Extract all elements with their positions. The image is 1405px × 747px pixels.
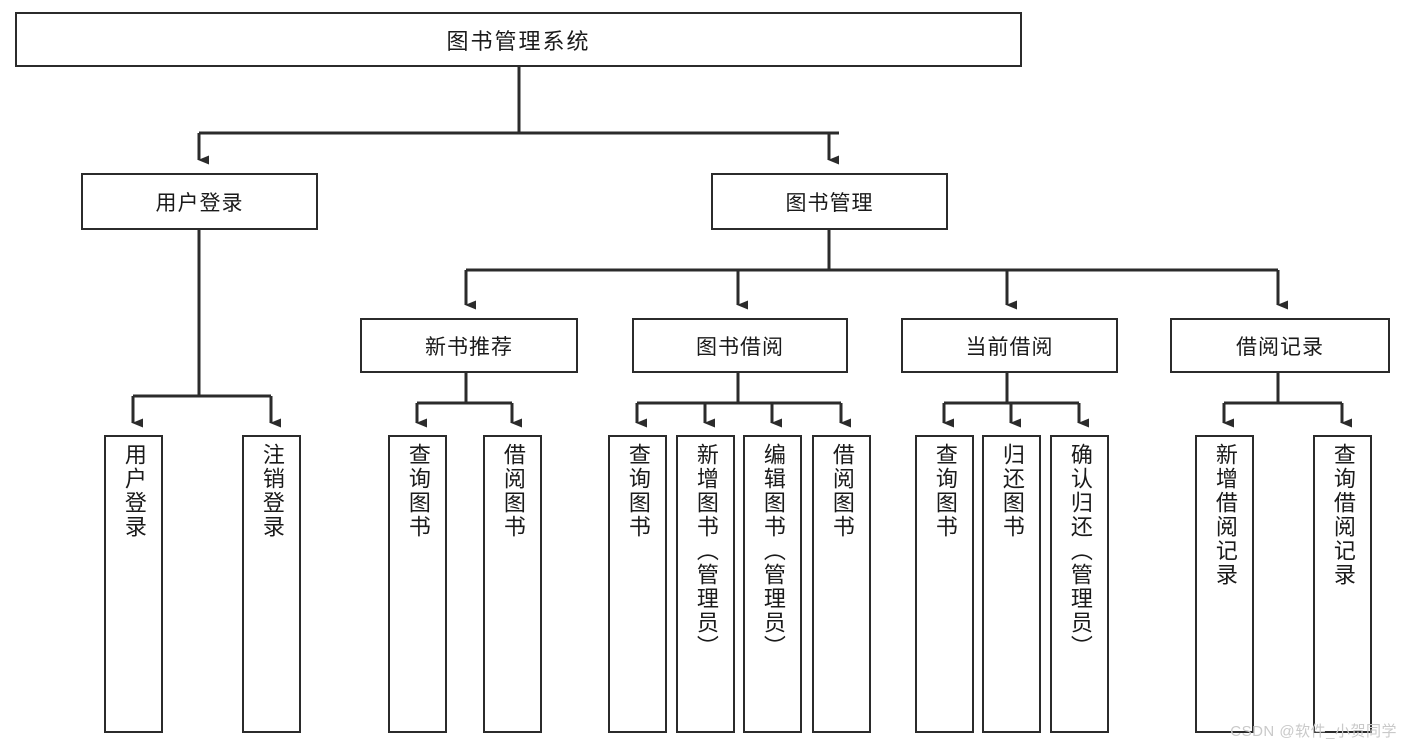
leaf-query-book-1-label: 查询图书 <box>405 443 431 539</box>
node-book-manage-label: 图书管理 <box>785 191 874 215</box>
node-book-manage[interactable]: 图书管理 <box>711 173 948 230</box>
node-book-borrow-label: 图书借阅 <box>696 335 784 359</box>
leaf-user-login-label: 用户登录 <box>121 443 147 539</box>
leaf-user-login[interactable]: 用户登录 <box>104 435 163 733</box>
leaf-query-book-2-label: 查询图书 <box>625 443 651 539</box>
leaf-edit-book[interactable]: 编辑图书（管理员） <box>743 435 802 733</box>
node-borrow-record[interactable]: 借阅记录 <box>1170 318 1390 373</box>
leaf-borrow-book-1[interactable]: 借阅图书 <box>483 435 542 733</box>
leaf-user-logout[interactable]: 注销登录 <box>242 435 301 733</box>
leaf-edit-book-label: 编辑图书（管理员） <box>760 443 786 659</box>
leaf-query-book-1[interactable]: 查询图书 <box>388 435 447 733</box>
node-book-borrow[interactable]: 图书借阅 <box>632 318 848 373</box>
leaf-add-record[interactable]: 新增借阅记录 <box>1195 435 1254 733</box>
watermark: CSDN @软件_小贺同学 <box>1230 723 1397 740</box>
leaf-query-book-3-label: 查询图书 <box>932 443 958 539</box>
node-borrow-record-label: 借阅记录 <box>1236 335 1324 359</box>
leaf-add-record-label: 新增借阅记录 <box>1212 443 1238 587</box>
leaf-add-book[interactable]: 新增图书（管理员） <box>676 435 735 733</box>
leaf-confirm-return[interactable]: 确认归还（管理员） <box>1050 435 1109 733</box>
leaf-user-logout-label: 注销登录 <box>259 443 285 539</box>
leaf-query-record[interactable]: 查询借阅记录 <box>1313 435 1372 733</box>
leaf-borrow-book-1-label: 借阅图书 <box>500 443 526 539</box>
node-new-book-rec-label: 新书推荐 <box>425 335 513 359</box>
node-current-borrow[interactable]: 当前借阅 <box>901 318 1118 373</box>
leaf-query-book-2[interactable]: 查询图书 <box>608 435 667 733</box>
leaf-return-book-label: 归还图书 <box>999 443 1025 539</box>
leaf-query-book-3[interactable]: 查询图书 <box>915 435 974 733</box>
node-current-borrow-label: 当前借阅 <box>965 335 1054 359</box>
leaf-confirm-return-label: 确认归还（管理员） <box>1067 443 1093 659</box>
node-root-label: 图书管理系统 <box>446 28 591 54</box>
node-user-login-label: 用户登录 <box>155 191 244 215</box>
leaf-query-record-label: 查询借阅记录 <box>1330 443 1356 587</box>
leaf-return-book[interactable]: 归还图书 <box>982 435 1041 733</box>
node-user-login[interactable]: 用户登录 <box>81 173 318 230</box>
node-root[interactable]: 图书管理系统 <box>15 12 1022 67</box>
leaf-borrow-book-2-label: 借阅图书 <box>829 443 855 539</box>
leaf-add-book-label: 新增图书（管理员） <box>693 443 719 659</box>
leaf-borrow-book-2[interactable]: 借阅图书 <box>812 435 871 733</box>
node-new-book-rec[interactable]: 新书推荐 <box>360 318 578 373</box>
